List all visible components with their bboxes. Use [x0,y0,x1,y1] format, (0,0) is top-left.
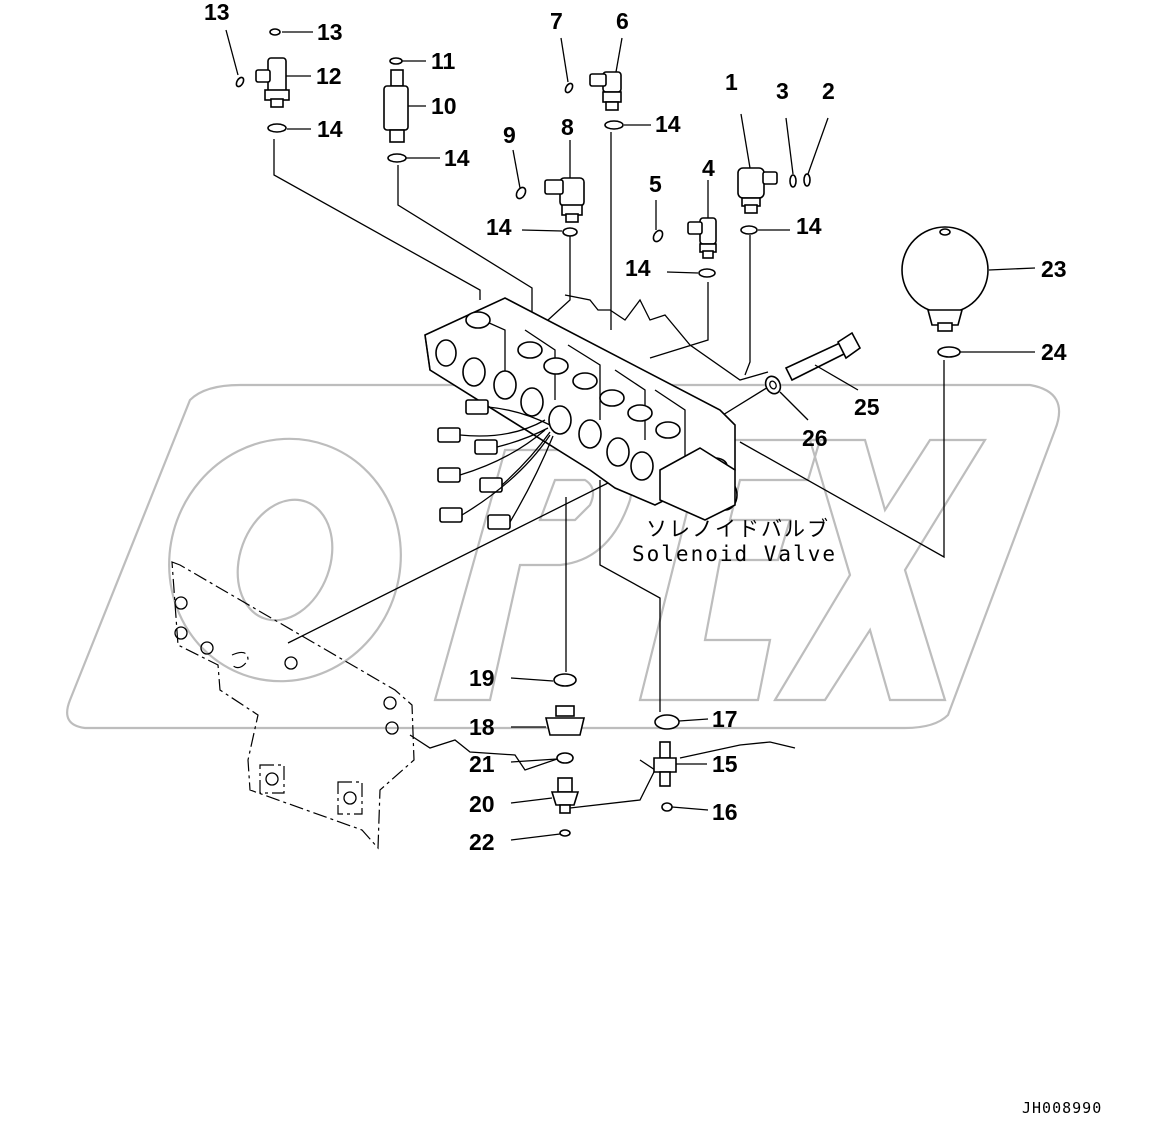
callout-leaders [225,29,1036,841]
callout-7: 7 [550,8,563,34]
elbow-8 [544,177,585,223]
callout-23: 23 [1041,256,1067,282]
solenoid-valve-block [424,297,738,530]
electrical-connectors [437,399,554,530]
leader-lines [273,132,945,809]
callout-14-d: 14 [486,214,512,240]
callout-21: 21 [469,751,495,777]
elbow-6 [589,71,622,111]
callout-13-left: 13 [204,0,230,25]
assembly-caption: ソレノイドバルブ Solenoid Valve [632,517,837,566]
tee-fitting-12 [255,57,290,108]
bracket-holes [174,596,399,815]
filter-10 [383,69,409,143]
callout-14-e: 14 [625,255,651,281]
callout-14-f: 14 [796,213,822,239]
callout-13-right: 13 [317,19,343,45]
callout-1: 1 [725,69,738,95]
callout-16: 16 [712,799,738,825]
callout-18: 18 [469,714,495,740]
caption-english: Solenoid Valve [632,542,837,566]
callout-22: 22 [469,829,495,855]
fitting-15 [653,741,677,787]
fitting-1 [737,167,778,214]
callout-24: 24 [1041,339,1067,365]
caption-japanese: ソレノイドバルブ [646,517,830,541]
bolt-25 [784,331,862,382]
callout-20: 20 [469,791,495,817]
callout-10: 10 [431,93,457,119]
callout-4: 4 [702,155,715,181]
callout-25: 25 [854,394,880,420]
callout-8: 8 [561,114,574,140]
callout-12: 12 [316,63,342,89]
callout-9: 9 [503,122,516,148]
callout-14-b: 14 [444,145,470,171]
callout-11: 11 [431,48,456,74]
callout-26: 26 [802,425,828,451]
accumulator-23 [901,226,989,332]
plug-18 [544,705,586,736]
fittings [235,28,989,837]
callout-5: 5 [649,171,662,197]
callout-15: 15 [712,751,738,777]
callout-14-c: 14 [655,111,681,137]
callout-19: 19 [469,665,495,691]
elbow-4 [687,217,717,259]
callout-labels: 13 13 12 14 11 10 14 7 6 14 9 8 14 5 4 1… [204,0,1067,855]
callout-3: 3 [776,78,789,104]
callout-2: 2 [822,78,835,104]
drawing-code: JH008990 [1022,1099,1102,1117]
callout-6: 6 [616,8,629,34]
callout-17: 17 [712,706,738,732]
plug-20 [550,777,580,814]
mounting-bracket [171,561,415,850]
callout-14-a: 14 [317,116,343,142]
